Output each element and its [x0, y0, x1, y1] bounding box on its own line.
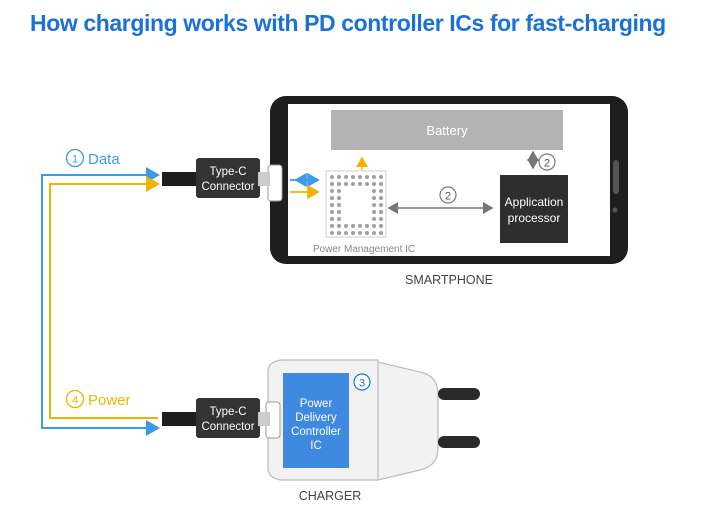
pmic-pin: [330, 217, 334, 221]
pmic-pin: [379, 203, 383, 207]
charger-prong-bottom: [438, 436, 480, 448]
pd-label-line3: Controller: [291, 426, 341, 438]
pmic-pin: [379, 210, 383, 214]
pmic-pin: [358, 224, 362, 228]
ap-label-line2: processor: [508, 211, 561, 225]
typec-connector-charger: Type-C Connector: [162, 398, 270, 438]
pmic-pin: [372, 224, 376, 228]
pmic-pin: [330, 196, 334, 200]
pmic-pin: [344, 175, 348, 179]
pmic-pin: [365, 231, 369, 235]
pmic-pin: [372, 210, 376, 214]
power-label: Power: [88, 392, 131, 409]
step2-num-mid: 2: [445, 191, 451, 203]
ap-label-line1: Application: [505, 195, 564, 209]
pmic-pin: [337, 217, 341, 221]
pmic-pin: [330, 182, 334, 186]
typec-label-line1: Type-C: [209, 166, 246, 178]
pmic-pin: [372, 203, 376, 207]
pmic-pin: [337, 175, 341, 179]
pmic-pin: [330, 210, 334, 214]
pmic-pin: [330, 175, 334, 179]
smartphone-label: SMARTPHONE: [405, 273, 493, 287]
pmic-pin: [337, 189, 341, 193]
step1-badge: [65, 148, 85, 168]
step3-num: 3: [359, 378, 365, 390]
pmic-pin: [365, 224, 369, 228]
pmic-pin: [351, 224, 355, 228]
typec-connector-phone: Type-C Connector: [162, 158, 270, 198]
step2-badge-top: [538, 153, 556, 171]
pmic-pin: [379, 182, 383, 186]
pmic-pins: [330, 175, 383, 235]
pmic-pin: [351, 182, 355, 186]
battery-rect: [331, 110, 563, 150]
step2-num-top: 2: [544, 158, 550, 170]
pmic-pin: [372, 182, 376, 186]
smartphone-sensor: [612, 207, 618, 213]
pmic-pin: [337, 196, 341, 200]
charger: Power Delivery Controller IC 3: [265, 359, 480, 481]
step4-num: 4: [72, 395, 78, 407]
pmic-pin: [337, 203, 341, 207]
pmic-pin: [372, 231, 376, 235]
pd-label-line4: IC: [310, 440, 322, 452]
pmic-pin: [344, 224, 348, 228]
pmic-pin: [330, 224, 334, 228]
typec-charger-line1: Type-C: [209, 406, 246, 418]
pmic-pin: [372, 196, 376, 200]
step1-num: 1: [72, 154, 78, 166]
pmic-pin: [372, 217, 376, 221]
pmic-pin: [351, 175, 355, 179]
smartphone-port: [267, 164, 283, 202]
pmic-pin: [379, 231, 383, 235]
pmic-pin: [379, 189, 383, 193]
smartphone-home-key: [613, 160, 619, 194]
pmic-pin: [358, 175, 362, 179]
pmic-pin: [379, 175, 383, 179]
pmic-pin: [379, 224, 383, 228]
pmic-pin: [330, 189, 334, 193]
pmic-pin: [379, 217, 383, 221]
pmic-pin: [330, 203, 334, 207]
application-processor: Application processor: [500, 175, 568, 243]
pmic-pin: [351, 231, 355, 235]
pmic-label: Power Management IC: [313, 244, 415, 255]
pmic-pin: [379, 196, 383, 200]
pd-controller-chip: [283, 373, 349, 468]
pmic-pin: [337, 231, 341, 235]
typec-charger-line2: Connector: [201, 421, 254, 433]
charger-plug-housing: [377, 361, 439, 481]
pmic-pin: [344, 231, 348, 235]
pmic-pin: [372, 189, 376, 193]
pmic-pin: [365, 175, 369, 179]
pmic-pin: [337, 210, 341, 214]
pmic-pin: [337, 182, 341, 186]
step2-badge-mid: [439, 186, 457, 204]
pmic-pin: [330, 231, 334, 235]
pmic-chip: Power Management IC: [313, 170, 415, 255]
pd-label-line2: Delivery: [295, 412, 337, 424]
typec-label-line2: Connector: [201, 181, 254, 193]
battery-label: Battery: [426, 123, 468, 138]
pmic-pin: [358, 231, 362, 235]
pmic-pin: [344, 182, 348, 186]
battery-block: Battery: [331, 110, 563, 150]
pmic-pin: [337, 224, 341, 228]
pmic-pin: [372, 175, 376, 179]
power-line: [49, 176, 160, 419]
pmic-pin: [365, 182, 369, 186]
charger-prong-top: [438, 388, 480, 400]
page-title: How charging works with PD controller IC…: [30, 10, 666, 36]
step4-badge: [65, 389, 85, 409]
pd-label-line1: Power: [300, 398, 333, 410]
data-line: [41, 167, 160, 429]
data-label: Data: [88, 151, 120, 168]
charger-label: CHARGER: [299, 489, 362, 503]
pmic-pin: [358, 182, 362, 186]
step3-badge: [353, 373, 371, 391]
